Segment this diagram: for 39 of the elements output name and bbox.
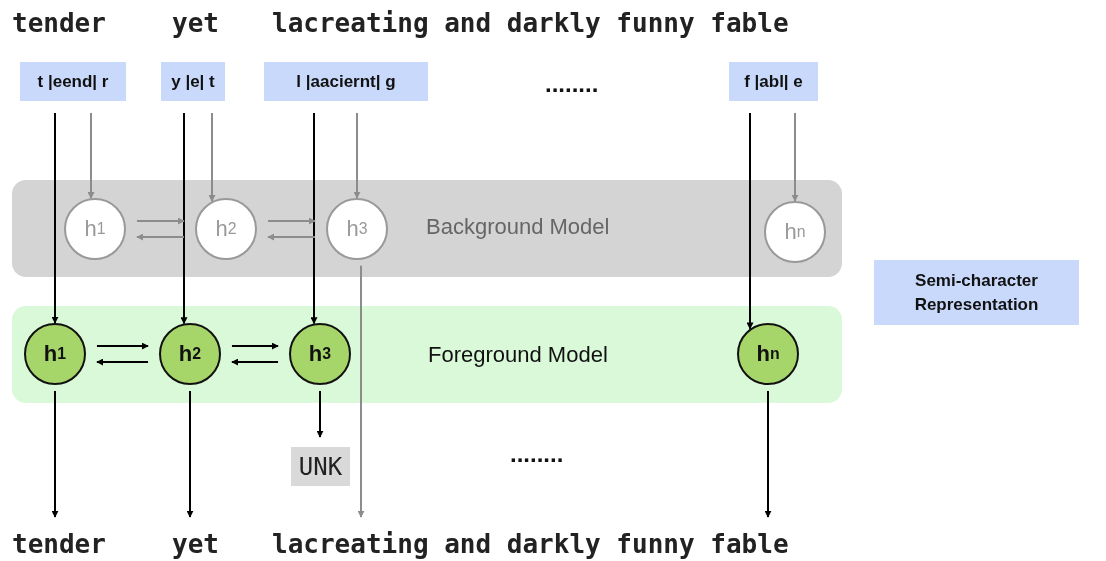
band-title: Foreground Model bbox=[428, 342, 608, 368]
arrow bbox=[186, 390, 194, 518]
semi-character-box: f |abl| e bbox=[729, 62, 818, 101]
ellipsis-dots: ........ bbox=[510, 440, 564, 468]
semi-character-box: y |e| t bbox=[161, 62, 225, 101]
model-band bbox=[12, 306, 842, 403]
sentence-word: yet bbox=[172, 527, 232, 561]
sentence-word: yet bbox=[172, 6, 232, 40]
sentence-word: tender bbox=[12, 6, 122, 40]
semi-character-box: t |eend| r bbox=[20, 62, 126, 101]
unk-token-box: UNK bbox=[291, 447, 350, 486]
semi-character-box: l |aaciernt| g bbox=[264, 62, 428, 101]
arrow bbox=[353, 112, 361, 199]
arrow bbox=[791, 112, 799, 202]
arrow bbox=[135, 217, 186, 225]
arrow bbox=[357, 264, 365, 518]
arrow bbox=[51, 112, 59, 324]
ellipsis-dots: ........ bbox=[545, 70, 599, 98]
arrow bbox=[230, 358, 280, 366]
arrow bbox=[95, 358, 150, 366]
model-band bbox=[12, 180, 842, 277]
arrow bbox=[266, 217, 317, 225]
band-title: Background Model bbox=[426, 214, 610, 240]
legend-box: Semi-character Representation bbox=[874, 260, 1079, 325]
arrow bbox=[764, 390, 772, 518]
arrow bbox=[87, 112, 95, 200]
sentence-word: tender bbox=[12, 527, 122, 561]
arrow bbox=[316, 390, 324, 438]
sentence-word: lacreating and darkly funny fable bbox=[272, 527, 832, 561]
arrow bbox=[208, 112, 216, 203]
arrow bbox=[746, 112, 754, 330]
arrow bbox=[95, 342, 150, 350]
arrow bbox=[51, 390, 59, 518]
arrow bbox=[230, 342, 280, 350]
arrow bbox=[266, 233, 317, 241]
arrow bbox=[180, 112, 188, 325]
sentence-word: lacreating and darkly funny fable bbox=[272, 6, 832, 40]
arrow bbox=[310, 112, 318, 325]
arrow bbox=[135, 233, 186, 241]
